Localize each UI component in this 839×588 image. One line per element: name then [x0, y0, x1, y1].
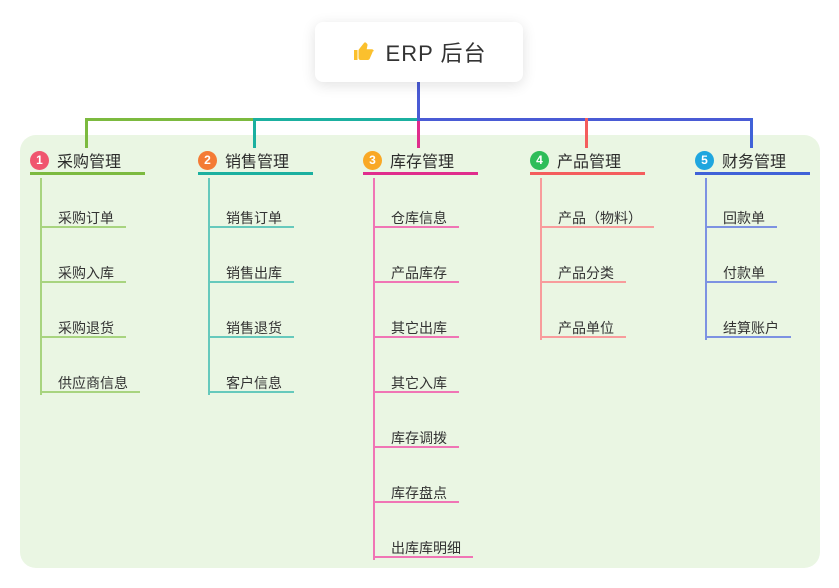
drop-line-finance [750, 118, 753, 148]
node-payment-order[interactable]: 付款单 [705, 263, 777, 283]
node-warehouse-info[interactable]: 仓库信息 [373, 208, 459, 228]
node-customer-info[interactable]: 客户信息 [208, 373, 294, 393]
branch-header-inventory[interactable]: 3 库存管理 [363, 148, 478, 175]
thumbs-up-icon [352, 40, 376, 64]
root-title: ERP 后台 [385, 41, 487, 66]
branch-badge-1: 1 [30, 150, 49, 170]
branches-background-panel [20, 135, 820, 568]
drop-line-inventory [417, 121, 420, 148]
branch-badge-3: 3 [363, 150, 382, 170]
node-other-outbound[interactable]: 其它出库 [373, 318, 459, 338]
node-inout-detail[interactable]: 出库库明细 [373, 538, 473, 558]
branch-trunk-product [540, 178, 542, 340]
branch-label: 财务管理 [722, 154, 787, 171]
node-purchase-inbound[interactable]: 采购入库 [40, 263, 126, 283]
branch-badge-5: 5 [695, 150, 714, 170]
node-receipt-order[interactable]: 回款单 [705, 208, 777, 228]
root-connector-line [417, 82, 420, 119]
drop-line-product [585, 118, 588, 148]
branch-trunk-purchase [40, 178, 42, 395]
node-product-stock[interactable]: 产品库存 [373, 263, 459, 283]
branch-header-finance[interactable]: 5 财务管理 [695, 148, 810, 175]
node-supplier-info[interactable]: 供应商信息 [40, 373, 140, 393]
branch-trunk-finance [705, 178, 707, 340]
branch-header-sales[interactable]: 2 销售管理 [198, 148, 313, 175]
node-purchase-return[interactable]: 采购退货 [40, 318, 126, 338]
branch-label: 产品管理 [557, 154, 622, 171]
node-sales-outbound[interactable]: 销售出库 [208, 263, 294, 283]
node-other-inbound[interactable]: 其它入库 [373, 373, 459, 393]
node-settlement-account[interactable]: 结算账户 [705, 318, 791, 338]
drop-line-sales [253, 118, 256, 148]
branch-trunk-inventory [373, 178, 375, 560]
branch-label: 采购管理 [57, 154, 122, 171]
bus-segment-purchase [85, 118, 255, 121]
branch-label: 库存管理 [390, 154, 455, 171]
node-sales-order[interactable]: 销售订单 [208, 208, 294, 228]
node-stock-transfer[interactable]: 库存调拨 [373, 428, 459, 448]
branch-badge-4: 4 [530, 150, 549, 170]
branch-header-purchase[interactable]: 1 采购管理 [30, 148, 145, 175]
bus-segment-sales [253, 118, 419, 121]
node-purchase-order[interactable]: 采购订单 [40, 208, 126, 228]
root-node-erp[interactable]: ERP 后台 [315, 22, 523, 82]
branch-label: 销售管理 [225, 154, 290, 171]
drop-line-purchase [85, 118, 88, 148]
node-product-unit[interactable]: 产品单位 [540, 318, 626, 338]
branch-header-product[interactable]: 4 产品管理 [530, 148, 645, 175]
branch-trunk-sales [208, 178, 210, 395]
branch-badge-2: 2 [198, 150, 217, 170]
node-product-material[interactable]: 产品（物料） [540, 208, 654, 228]
node-sales-return[interactable]: 销售退货 [208, 318, 294, 338]
node-product-category[interactable]: 产品分类 [540, 263, 626, 283]
node-stock-taking[interactable]: 库存盘点 [373, 483, 459, 503]
